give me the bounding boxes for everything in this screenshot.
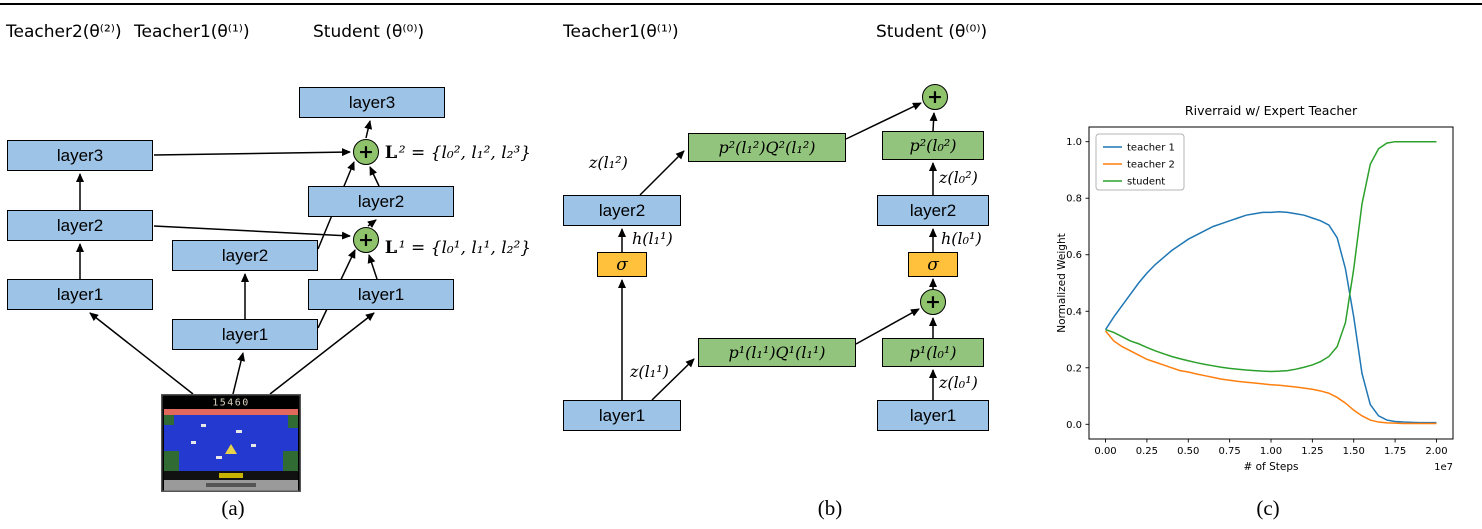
- fuel-gauge: [219, 473, 243, 478]
- y-tick-label: 0.2: [1066, 363, 1082, 374]
- y-axis-label: Normalized Weight: [1056, 233, 1068, 332]
- score-stripe: [164, 409, 298, 415]
- attention-op-pq1-box: p¹(l₁¹)Q¹(l₁¹): [698, 338, 856, 367]
- arrow-sum2-slayer3: [364, 120, 373, 139]
- b-sum-node-mid: +: [920, 289, 946, 315]
- top-rule: [0, 3, 1482, 5]
- arrow-bt1layer2-pq2: [639, 150, 685, 196]
- b-student-layer1-box: layer1: [877, 400, 989, 431]
- bank-patch: [164, 415, 174, 425]
- b-sum-node-top: +: [922, 84, 948, 110]
- student-op-p2-box: p²(l₀²): [882, 131, 984, 160]
- arrow-sum1-slayer2: [367, 219, 377, 228]
- blackboard-L: L: [386, 143, 398, 163]
- arrow-p2-sumtop: [929, 112, 938, 132]
- line-chart: 0.00 0.25 0.50 0.75 1.00 1.25 1.50 1.75 2.00 0.0 0…: [1056, 103, 1454, 473]
- set2-text: ² = {l₀², l₁², l₂³}: [398, 143, 532, 163]
- x-tick-label: 0.75: [1219, 446, 1241, 457]
- student-layer1-box: layer1: [308, 279, 454, 310]
- label-z-l11: z(l₁¹): [630, 362, 669, 381]
- y-tick-label: 0.0: [1066, 420, 1082, 431]
- logo-text: [206, 483, 256, 487]
- x-tick-label: 2.00: [1425, 446, 1447, 457]
- y-tick-label: 0.6: [1066, 250, 1082, 261]
- y-tick-label: 0.8: [1066, 194, 1082, 205]
- chart-panel: 0.00 0.25 0.50 0.75 1.00 1.25 1.50 1.75 2.00 0.0 0…: [1053, 89, 1465, 494]
- series-student: [1105, 140, 1437, 373]
- bank-patch: [164, 451, 179, 471]
- series-teacher-1: [1104, 211, 1437, 424]
- set1-text: ¹ = {l₀¹, l₁¹, l₂²}: [398, 238, 532, 258]
- b-teacher1-layer1-box: layer1: [563, 400, 681, 431]
- x-tick-label: 1.25: [1301, 446, 1323, 457]
- blackboard-L: L: [386, 238, 398, 258]
- enemy-sprite: [236, 430, 242, 433]
- series-teacher-2: [1104, 330, 1437, 425]
- bank-patch: [283, 451, 298, 471]
- arrow-t2layer3-sum2: [153, 148, 351, 157]
- panel-b-header-student: Student (θ⁽⁰⁾): [876, 22, 988, 42]
- feature-set-level2-label: L² = {l₀², l₁², l₂³}: [386, 143, 531, 163]
- label-h-l01: h(l₀¹): [941, 229, 982, 248]
- x-tick-label: 1.00: [1260, 446, 1282, 457]
- label-h-l11: h(l₁¹): [632, 229, 673, 248]
- b-teacher1-sigma-box: σ: [597, 252, 647, 277]
- panel-a-header-student: Student (θ⁽⁰⁾): [313, 22, 425, 42]
- x-offset-label: 1e7: [1434, 462, 1453, 473]
- x-axis-label: # of Steps: [1244, 461, 1299, 473]
- b-student-layer2-box: layer2: [877, 195, 989, 226]
- x-tick-label: 1.50: [1343, 446, 1365, 457]
- x-tick-label: 1.75: [1384, 446, 1406, 457]
- sum-node-level1: +: [353, 227, 379, 253]
- b-student-sigma-box: σ: [908, 252, 958, 277]
- enemy-sprite: [191, 441, 196, 444]
- student-op-p1-box: p¹(l₀¹): [882, 338, 984, 367]
- caption-b: (b): [817, 496, 843, 520]
- legend-label: student: [1127, 177, 1165, 188]
- b-teacher1-layer2-box: layer2: [563, 195, 681, 226]
- teacher2-layer2-box: layer2: [7, 210, 153, 241]
- river-field: [164, 415, 298, 471]
- teacher2-layer3-box: layer3: [7, 140, 153, 171]
- panel-a-header-teacher2: Teacher2(θ⁽²⁾): [6, 22, 122, 42]
- enemy-sprite: [251, 444, 256, 447]
- attention-op-pq2-box: p²(l₁²)Q²(l₁²): [688, 133, 846, 162]
- caption-c: (c): [1256, 496, 1280, 520]
- label-z-l12: z(l₁²): [589, 153, 628, 172]
- arrow-slayer1-sum1: [367, 254, 378, 280]
- teacher1-layer2-box: layer2: [172, 240, 318, 271]
- teacher2-layer1-box: layer1: [7, 279, 153, 310]
- plane-sprite: [225, 444, 237, 454]
- sum-node-level2: +: [353, 139, 379, 165]
- feature-set-level1-label: L¹ = {l₀¹, l₁¹, l₂²}: [386, 238, 531, 258]
- arrow-game-t1layer1: [232, 352, 245, 395]
- label-z-l02: z(l₀²): [939, 168, 978, 187]
- legend-box: [1095, 133, 1185, 191]
- teacher1-layer1-box: layer1: [172, 319, 318, 350]
- enemy-sprite: [201, 424, 206, 427]
- chart-title: Riverraid w/ Expert Teacher: [1185, 103, 1358, 118]
- label-z-l01: z(l₀¹): [939, 373, 978, 392]
- panel-b-header-teacher1: Teacher1(θ⁽¹⁾): [563, 22, 679, 42]
- student-layer3-box: layer3: [299, 87, 445, 118]
- game-screenshot: 15460: [161, 394, 301, 492]
- score-display: 15460: [212, 398, 250, 409]
- x-tick-label: 0.25: [1136, 446, 1158, 457]
- panel-a-header-teacher1: Teacher1(θ⁽¹⁾): [134, 22, 250, 42]
- x-tick-label: 0.50: [1177, 446, 1199, 457]
- student-layer2-box: layer2: [308, 186, 454, 217]
- legend-label: teacher 1: [1127, 143, 1175, 154]
- legend-label: teacher 2: [1127, 160, 1175, 171]
- y-tick-label: 0.4: [1066, 307, 1082, 318]
- x-tick-label: 0.00: [1094, 446, 1116, 457]
- enemy-sprite: [216, 456, 222, 459]
- arrow-t2layer2-sum1: [153, 225, 351, 240]
- bank-patch: [288, 415, 298, 428]
- y-tick-label: 1.0: [1066, 137, 1082, 148]
- caption-a: (a): [221, 496, 245, 520]
- arrow-slayer2-sum2: [369, 166, 380, 187]
